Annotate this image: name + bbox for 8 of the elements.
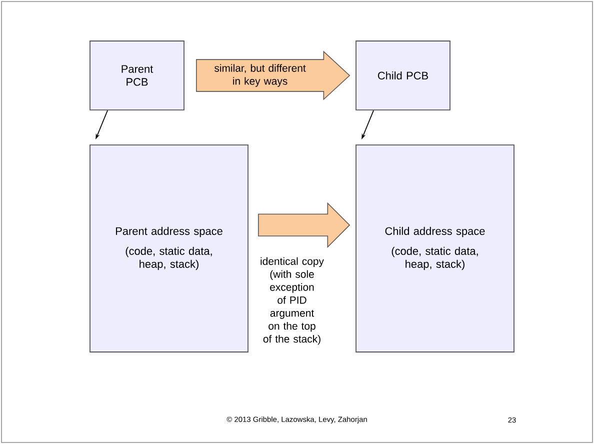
process-box: Parent address space (code, static data, heap, stack) [90, 144, 248, 352]
edge-label: identical copy (with sole exception of PID argument on the top of the stack) [260, 257, 324, 345]
process-box: Child PCB [356, 40, 450, 110]
edge-label: similar, but different in key ways [214, 64, 306, 87]
process-box: Child address space (code, static data, heap, stack) [356, 144, 514, 352]
block-arrow [258, 202, 350, 248]
process-box: Parent PCB [90, 40, 184, 110]
block-arrow [196, 50, 350, 100]
